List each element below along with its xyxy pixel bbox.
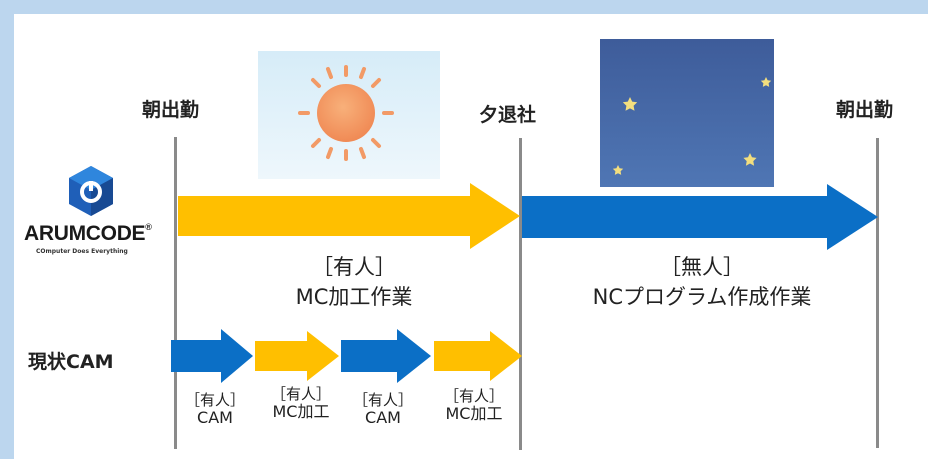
cam-step-desc-1: CAM xyxy=(197,408,233,427)
manned-phase-tag: ［有人］ xyxy=(312,255,396,279)
moon-illustration xyxy=(600,39,774,187)
cam-step-tag-1: ［有人］ xyxy=(184,391,245,409)
timeline-line-morning-start xyxy=(174,137,177,449)
sun-icon xyxy=(298,65,394,161)
timeline-line-morning-end xyxy=(876,138,879,448)
arumcode-logo: ARUMCODE® COmputer Does Everything xyxy=(14,164,164,264)
cam-step-caption-1: ［有人］ CAM xyxy=(182,391,248,427)
cam-step-caption-4: ［有人］ MC加工 xyxy=(434,387,514,423)
logo-registered-mark: ® xyxy=(145,222,152,232)
cam-step-tag-4: ［有人］ xyxy=(443,387,504,405)
manned-phase-arrow xyxy=(178,183,520,249)
diagram-canvas: 朝出勤 夕退社 朝出勤 ARUMCODE® COmputer Does Ever… xyxy=(14,14,928,459)
unmanned-phase-caption: ［無人］ NCプログラム作成作業 xyxy=(572,252,832,312)
cam-step-caption-3: ［有人］ CAM xyxy=(348,391,418,427)
manned-phase-caption: ［有人］ MC加工作業 xyxy=(254,252,454,312)
cam-step-caption-2: ［有人］ MC加工 xyxy=(263,385,339,421)
logo-tagline: COmputer Does Everything xyxy=(36,248,128,255)
arumcode-logo-icon xyxy=(69,166,113,216)
timeline-label-evening: 夕退社 xyxy=(479,104,537,126)
cam-step-tag-3: ［有人］ xyxy=(352,391,413,409)
timeline-label-morning-end: 朝出勤 xyxy=(836,99,894,121)
cam-step-desc-2: MC加工 xyxy=(272,402,330,421)
manned-phase-desc: MC加工作業 xyxy=(295,285,413,309)
unmanned-phase-desc: NCプログラム作成作業 xyxy=(592,285,812,309)
cam-step-desc-4: MC加工 xyxy=(445,404,503,423)
cam-step-desc-3: CAM xyxy=(365,408,401,427)
timeline-line-evening xyxy=(519,138,522,450)
cam-step-arrow-3 xyxy=(341,329,431,383)
unmanned-phase-arrow xyxy=(522,184,878,250)
cam-step-arrow-2 xyxy=(255,331,339,381)
timeline-label-morning-start: 朝出勤 xyxy=(142,99,200,121)
sun-illustration xyxy=(258,51,440,179)
unmanned-phase-tag: ［無人］ xyxy=(660,255,744,279)
logo-wordmark: ARUMCODE xyxy=(24,222,146,245)
current-cam-label: 現状CAM xyxy=(28,351,114,373)
cam-step-arrow-1 xyxy=(171,329,253,383)
cam-step-tag-2: ［有人］ xyxy=(270,385,331,403)
cam-step-arrow-4 xyxy=(434,331,522,381)
